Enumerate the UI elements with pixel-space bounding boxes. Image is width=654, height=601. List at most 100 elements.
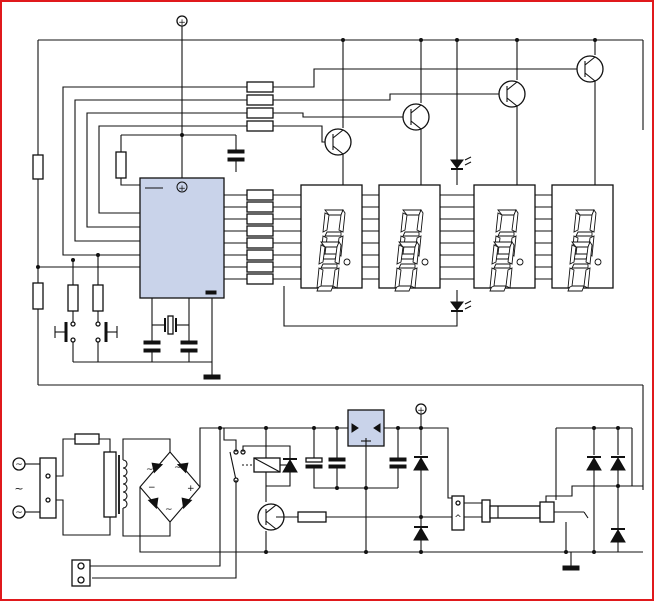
- bridge-plus-label: +: [187, 484, 195, 494]
- transistor-2: [402, 103, 430, 185]
- segment: [316, 267, 324, 289]
- led-upper: [450, 156, 472, 185]
- ground-symbol-top: [203, 374, 221, 380]
- diode-psu-1: [413, 456, 429, 471]
- seven-segment-displays: [300, 184, 614, 292]
- segment: [334, 241, 342, 265]
- transistor-relay-driver: [257, 503, 285, 531]
- fuse: [74, 433, 100, 445]
- segment: [318, 244, 326, 265]
- segment: [322, 212, 330, 233]
- segment: [394, 267, 402, 289]
- segment: [567, 267, 575, 289]
- segment: [320, 263, 338, 269]
- base-resistor-bottom: [297, 511, 327, 523]
- segment-bus-wires: [273, 194, 552, 280]
- dc-plug: [481, 499, 589, 523]
- segment: [495, 212, 503, 233]
- segment: [394, 285, 412, 292]
- resistor-left-bottom: [32, 282, 44, 310]
- psu-plus-terminal: +: [415, 403, 427, 416]
- connector-icon: ^: [451, 495, 465, 531]
- segment: [416, 209, 424, 233]
- segment: [489, 267, 497, 289]
- capacitor-2: [328, 457, 346, 469]
- transistor-1: [324, 128, 352, 185]
- segment: [412, 241, 420, 265]
- segment: [505, 267, 513, 289]
- push-button-1: [54, 258, 79, 362]
- segment: [575, 231, 593, 237]
- segment: [497, 231, 515, 237]
- supply-plus-label: +: [178, 18, 186, 28]
- transformer-icon: [103, 451, 128, 518]
- ac-input-terminals: ~ ~ ~: [12, 457, 57, 519]
- diode-psu-2: [413, 526, 429, 541]
- segment: [585, 241, 593, 265]
- segment: [583, 267, 591, 289]
- bridge-ac-label-left: ~: [146, 465, 154, 475]
- transistor-3: [498, 80, 526, 185]
- capacitor-ic-decoupling: [227, 135, 245, 172]
- top-supply-terminal: +: [176, 15, 188, 178]
- diode-right-1: [586, 456, 602, 471]
- crystal-oscillator: [151, 298, 190, 335]
- segment: [324, 231, 342, 237]
- segment: [489, 285, 507, 292]
- segment: [400, 212, 408, 233]
- resistor-left-top: [32, 154, 44, 180]
- seven-segment-icon: [473, 184, 536, 292]
- relay-output-connector: [71, 559, 91, 587]
- voltage-regulator-icon: [347, 409, 385, 447]
- segment: [573, 212, 581, 233]
- segment: [402, 231, 420, 237]
- segment: [316, 285, 334, 292]
- ic-supply-label: +: [178, 184, 186, 194]
- segment: [507, 241, 515, 265]
- segment: [398, 263, 416, 269]
- diode-right-2: [610, 456, 626, 471]
- seven-segment-icon: [300, 184, 363, 292]
- push-button-2: [92, 253, 118, 362]
- segment: [511, 209, 519, 233]
- segment: [396, 244, 404, 265]
- bridge-ac-label-bottom: ~: [165, 505, 173, 515]
- psu-plus-label: +: [417, 406, 425, 416]
- crystal-capacitors: [143, 325, 198, 362]
- microcontroller-ic: +: [139, 177, 225, 299]
- seven-segment-icon: [378, 184, 441, 292]
- segment: [338, 209, 346, 233]
- decimal-point: [594, 258, 602, 266]
- segment: [410, 267, 418, 289]
- decimal-point: [343, 258, 351, 266]
- segment: [493, 263, 511, 269]
- resistor-ic-timing: [115, 151, 127, 179]
- diode-right-3: [610, 528, 626, 543]
- bridge-minus-label: −: [148, 483, 156, 493]
- base-resistor-array: [246, 81, 274, 132]
- decimal-point: [421, 258, 429, 266]
- ac-input-label: ~: [14, 482, 23, 495]
- segment: [332, 267, 340, 289]
- relay-icon: [229, 449, 281, 483]
- electrolytic-cap-1: [305, 457, 323, 469]
- segment: [491, 244, 499, 265]
- ac-source-icon: ~: [15, 460, 23, 470]
- segment: [589, 209, 597, 233]
- seven-segment-icon: [551, 184, 614, 292]
- transistor-4: [576, 55, 604, 185]
- decimal-point: [516, 258, 524, 266]
- led-lower: [450, 290, 472, 312]
- ground-symbol-bottom: [562, 565, 580, 571]
- bridge-ac-label-right: ~: [174, 463, 182, 473]
- bridge-rectifier-icon: ~ ~ − + ~: [139, 451, 201, 523]
- ac-source-icon-2: ~: [15, 508, 23, 518]
- segment: [571, 263, 589, 269]
- ic-to-segment-wires: [224, 194, 247, 280]
- segment: [569, 244, 577, 265]
- connector-label: ^: [454, 514, 462, 524]
- segment-resistor-array: [246, 189, 274, 285]
